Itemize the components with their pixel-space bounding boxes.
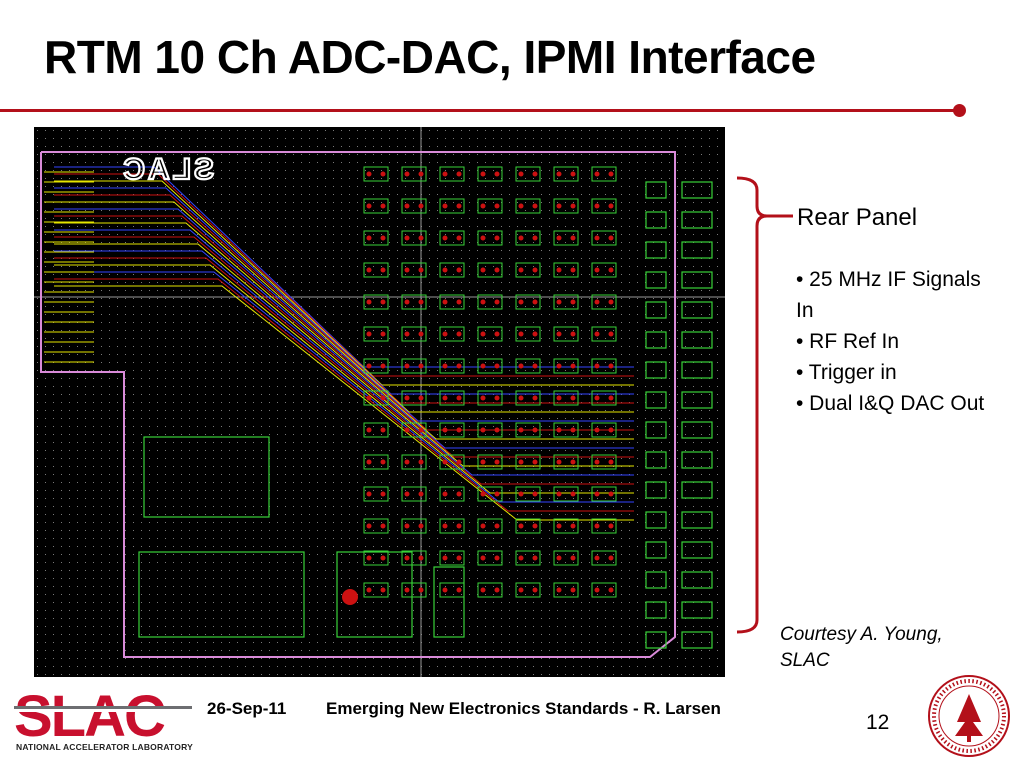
slac-logo-wordmark: SLAC (14, 688, 165, 742)
slac-logo-subtitle: NATIONAL ACCELERATOR LABORATORY (16, 742, 193, 752)
rear-panel-bracket (736, 176, 793, 634)
stanford-seal-icon (928, 675, 1010, 757)
image-credit: Courtesy A. Young, SLAC (780, 624, 943, 671)
bullet-item: • RF Ref In (796, 330, 900, 353)
board-silkscreen-logo: SLAC (120, 153, 214, 186)
title-underline (0, 109, 960, 112)
page-number: 12 (866, 711, 890, 734)
title-underline-dot (953, 104, 966, 117)
footer-talk-title: Emerging New Electronics Standards - R. … (326, 699, 721, 718)
rear-panel-list: • 25 MHz IF Signals In • RF Ref In • Tri… (796, 264, 996, 419)
bullet-item: • 25 MHz IF Signals In (796, 268, 981, 322)
slac-logo-mark: SLAC (14, 684, 192, 749)
footer-date: 26-Sep-11 (207, 699, 287, 718)
slide-title: RTM 10 Ch ADC-DAC, IPMI Interface (44, 31, 816, 83)
bullet-item: • Dual I&Q DAC Out (796, 392, 985, 415)
slac-logo: SLAC NATIONAL ACCELERATOR LABORATORY (14, 684, 194, 754)
rear-panel-heading: Rear Panel (797, 204, 918, 231)
pcb-layout-image: SLAC (34, 127, 725, 677)
bullet-item: • Trigger in (796, 361, 897, 384)
